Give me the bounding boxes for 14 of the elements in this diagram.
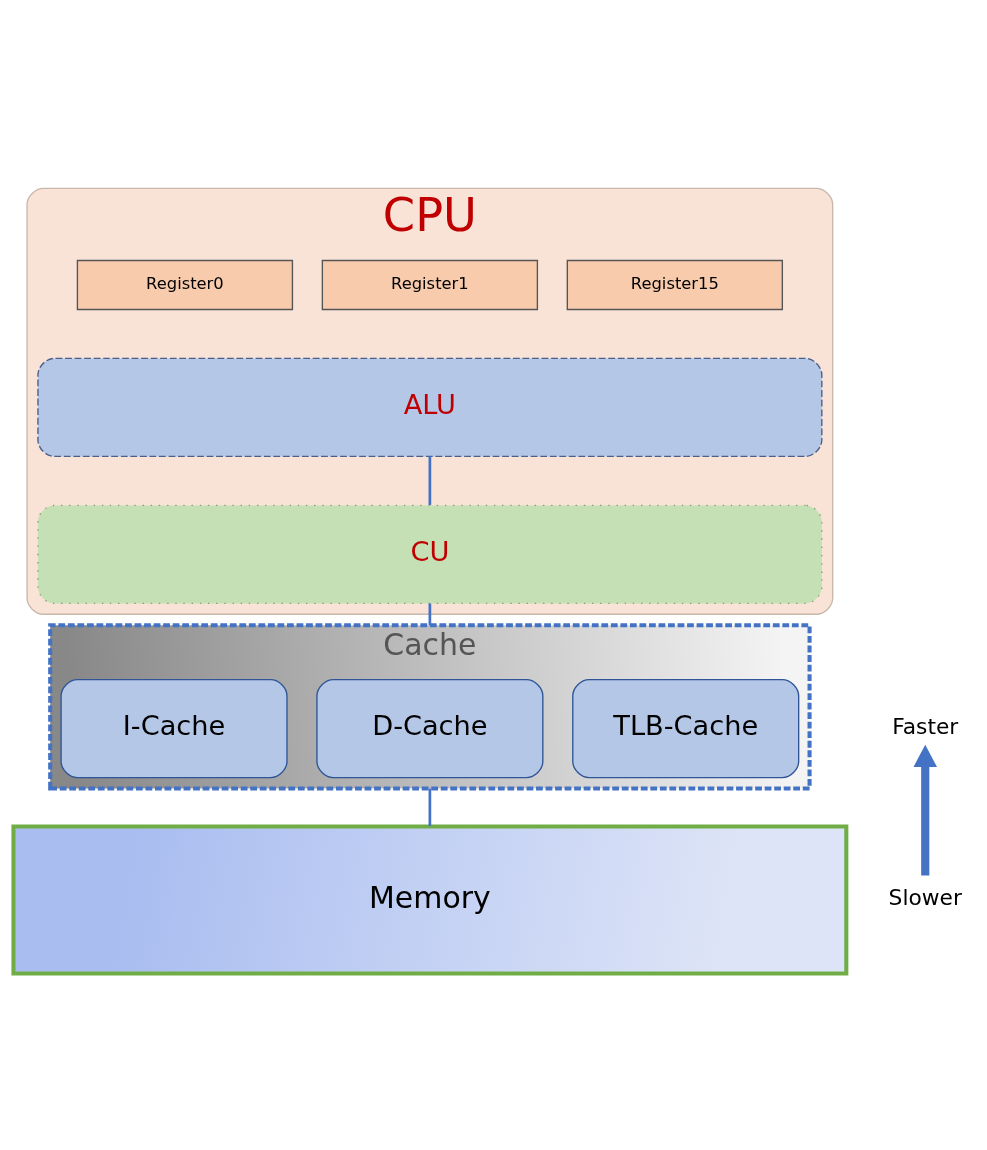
label: Slower — [888, 884, 962, 910]
node-box: Memory — [11, 824, 849, 976]
node-box: D-Cache — [316, 678, 544, 778]
connector — [428, 455, 432, 505]
node-box: CU — [37, 504, 823, 604]
connector — [428, 788, 432, 826]
node-box: I-Cache — [60, 678, 288, 778]
node-box: Register15 — [566, 259, 784, 310]
node-box: ALU — [37, 357, 823, 457]
node-box: Register1 — [321, 259, 539, 310]
label: Faster — [892, 713, 959, 739]
connector — [428, 603, 432, 625]
node-box: TLB-Cache — [572, 678, 800, 778]
node-box: Register0 — [76, 259, 294, 310]
